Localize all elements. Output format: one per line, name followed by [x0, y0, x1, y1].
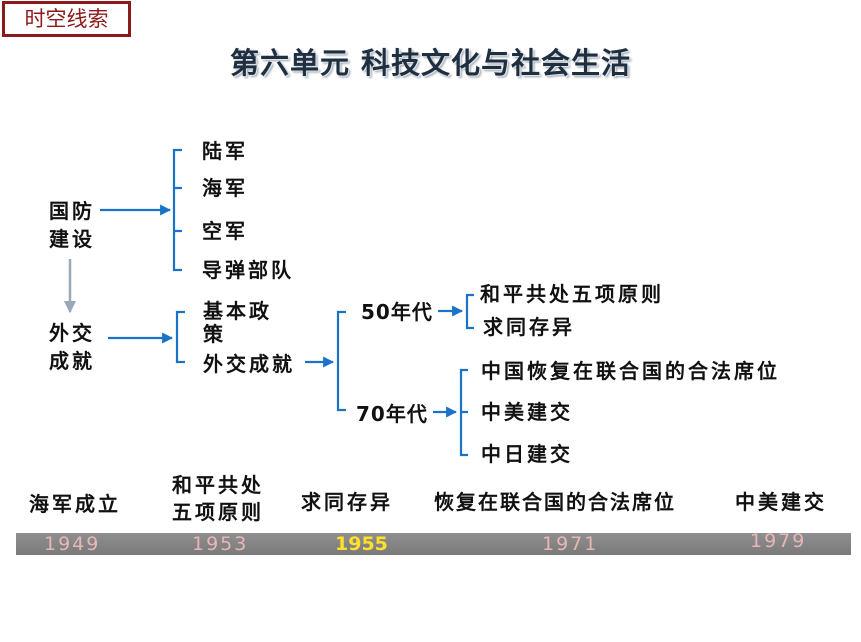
timeline-event: 和平共处五项原则 [172, 473, 264, 524]
timeline-bar [16, 533, 851, 555]
era-bracket [336, 310, 346, 412]
policy-label: 基本政策 [203, 299, 272, 346]
diplomacy-bracket [175, 310, 185, 364]
era-70s-item: 中日建交 [481, 442, 573, 466]
timeline-event: 海军成立 [29, 492, 121, 516]
era-50s-item: 和平共处五项原则 [480, 282, 664, 306]
era-70s-bracket [459, 368, 468, 457]
timeline-year: 1979 [750, 530, 807, 552]
era-50s-item: 求同存异 [483, 315, 575, 339]
timeline-event: 恢复在联合国的合法席位 [434, 490, 676, 514]
timeline-year: 1953 [192, 533, 249, 555]
era-50s-label: 50年代 [361, 300, 433, 324]
timeline-event: 求同存异 [301, 490, 393, 514]
defense-item: 海军 [202, 176, 248, 200]
diplomacy-label: 外交成就 [49, 321, 95, 373]
defense-item: 空军 [202, 219, 248, 243]
defense-item: 导弹部队 [202, 258, 294, 282]
section-tag: 时空线索 [2, 1, 131, 37]
timeline-year-highlight: 1955 [335, 533, 388, 555]
page-title: 第六单元 科技文化与社会生活 [229, 46, 632, 80]
era-70s-label: 70年代 [356, 402, 428, 426]
defense-bracket [172, 148, 182, 272]
defense-item: 陆军 [202, 139, 248, 163]
era-70s-item: 中国恢复在联合国的合法席位 [481, 359, 780, 383]
achievements-label: 外交成就 [203, 352, 295, 376]
timeline-event: 中美建交 [735, 490, 827, 514]
era-50s-bracket [465, 293, 474, 330]
timeline-year: 1971 [542, 533, 599, 555]
defense-label: 国防建设 [49, 199, 95, 251]
timeline-year: 1949 [44, 533, 101, 555]
era-70s-item: 中美建交 [481, 400, 573, 424]
